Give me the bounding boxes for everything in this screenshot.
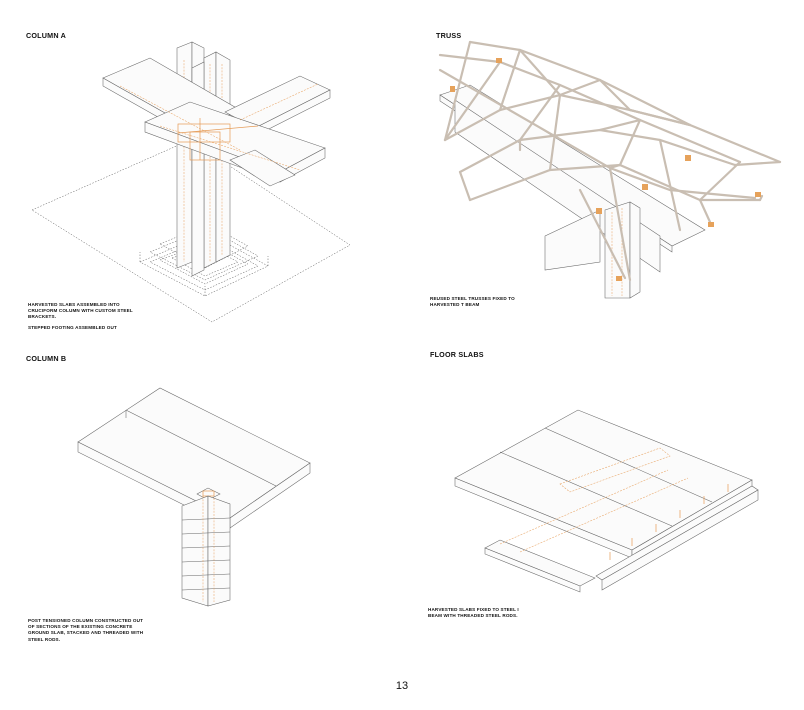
column-a-title: COLUMN A [26, 31, 67, 40]
floor-slabs-title: FLOOR SLABS [430, 350, 484, 359]
floor-slabs-caption-1: HARVESTED SLABS FIXED TO STEEL I BEAM WI… [428, 607, 519, 619]
floor-slabs-caption: HARVESTED SLABS FIXED TO STEEL I BEAM WI… [428, 607, 534, 623]
ground-slab [77, 387, 311, 519]
steel-trusses [438, 40, 782, 282]
truss-drawing [438, 40, 782, 299]
steel-brackets [177, 118, 259, 161]
floor-slabs-drawing [454, 409, 759, 593]
threaded-steel-rods [609, 484, 729, 560]
column-a-caption-1: HARVESTED SLABS ASSEMBLED INTO CRUCIFORM… [28, 302, 133, 320]
truss-title: TRUSS [436, 31, 462, 40]
cruciform-beams [102, 57, 331, 187]
page-number: 13 [395, 680, 409, 692]
column-b-drawing [77, 387, 311, 607]
column-b-caption: POST TENSIONED COLUMN CONSTRUCTED OUT OF… [28, 618, 148, 647]
ground-plane-outline [31, 139, 351, 323]
column-a-drawing [31, 41, 351, 323]
column-a-caption-2: STEPPED FOOTING ASSEMBLED OUT [28, 324, 117, 330]
stacked-column [181, 487, 231, 607]
column-b-title: COLUMN B [26, 354, 67, 363]
truss-caption: REUSED STEEL TRUSSES FIXED TO HARVESTED … [430, 296, 520, 312]
truss-caption-1: REUSED STEEL TRUSSES FIXED TO HARVESTED … [430, 296, 515, 308]
steel-i-beam [484, 447, 759, 593]
truss-connection-plates [450, 58, 761, 281]
truss-column [604, 201, 631, 299]
column-b-caption-1: POST TENSIONED COLUMN CONSTRUCTED OUT OF… [28, 618, 144, 642]
column-a-caption: HARVESTED SLABS ASSEMBLED INTO CRUCIFORM… [28, 302, 136, 335]
